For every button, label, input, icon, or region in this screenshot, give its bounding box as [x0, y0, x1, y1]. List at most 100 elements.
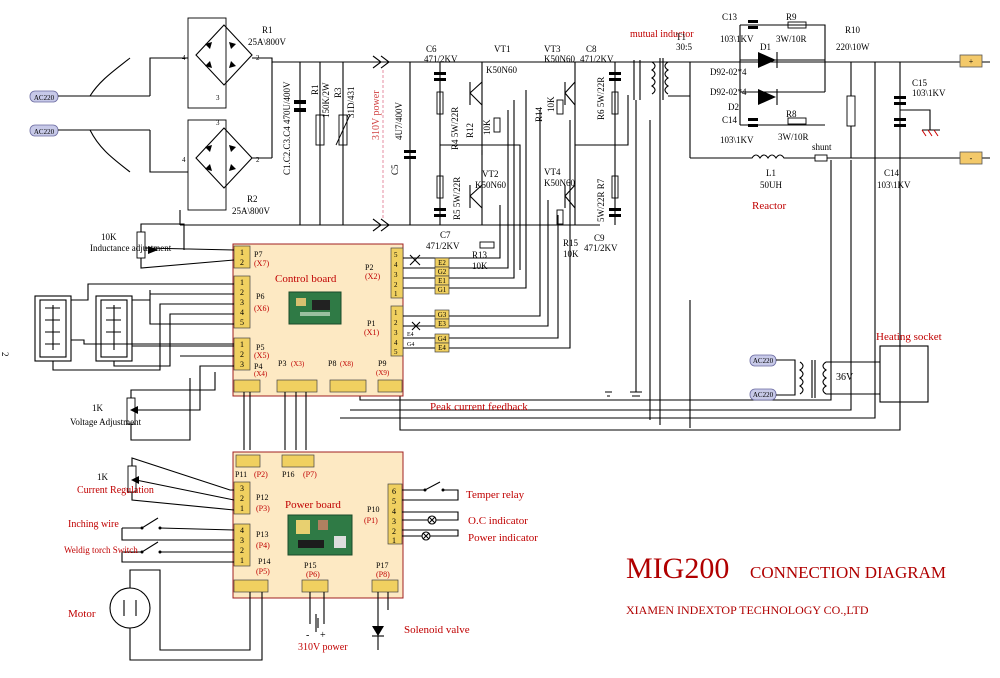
- p8-name: P8: [328, 359, 336, 368]
- r9-label: R9: [786, 12, 797, 22]
- rectifier-ref: R1: [262, 25, 273, 35]
- p2-tag: E1: [438, 277, 446, 285]
- c9-value: 471/2KV: [584, 243, 618, 253]
- p11-name: P11: [235, 470, 247, 479]
- inching-switch: [121, 517, 235, 541]
- p1-tag: E4: [438, 344, 446, 352]
- vt1-label: VT1: [494, 44, 511, 54]
- output-plus-terminal: [959, 54, 983, 68]
- output-plus: +: [969, 57, 974, 66]
- r12-value: 10K: [482, 119, 492, 135]
- p1-side-tag: G4: [407, 342, 414, 348]
- inductance-pot: [136, 223, 235, 269]
- heater-voltage: 36V: [836, 372, 854, 383]
- p2-tag: E2: [438, 259, 446, 267]
- p10-alias: (P1): [364, 516, 378, 525]
- mutual-inductor-label: mutual inductor: [630, 29, 694, 40]
- p10-pin: 1: [392, 536, 396, 545]
- temper-relay: [402, 481, 459, 501]
- output-minus-terminal: [959, 151, 983, 165]
- rectifier-rating: 25A\800V: [248, 37, 287, 47]
- p14-name: P14: [258, 557, 270, 566]
- r12-label: R12: [465, 123, 475, 138]
- p13-alias: (P4): [256, 541, 270, 550]
- vt4-label: VT4: [544, 167, 561, 177]
- title-model: MIG200: [626, 552, 729, 585]
- r13-resistor: [479, 241, 495, 249]
- p2-pin: 2: [394, 281, 398, 289]
- ac-input-label: AC220: [34, 128, 55, 136]
- p7-pin: 2: [240, 258, 244, 267]
- p1-tag: G4: [438, 335, 447, 343]
- p10-pin: 3: [392, 517, 396, 526]
- heater-input-label: AC220: [753, 391, 774, 399]
- c14a-label: C14: [722, 115, 738, 125]
- r14-label: R14: [534, 106, 544, 122]
- r3-value: 31D/431: [346, 87, 356, 119]
- p1-pin: 5: [394, 348, 398, 356]
- p3-alias: (X3): [291, 360, 305, 368]
- control-board: Control board 1 2 P7 (X7) 1 2 3 4 5 P6 (…: [232, 243, 450, 397]
- p10-pin: 2: [392, 527, 396, 536]
- p7-pin: 1: [240, 248, 244, 257]
- p9-alias: (X9): [376, 369, 390, 377]
- p16-alias: (P7): [303, 470, 317, 479]
- temper-relay-label: Temper relay: [466, 489, 525, 501]
- torch-switch-label: Weldig torch Switch: [64, 545, 138, 555]
- vt3-label: VT3: [544, 44, 561, 54]
- bridge-pin: 3: [216, 94, 220, 102]
- vt1-type: K50N60: [486, 65, 517, 75]
- current-pot: [127, 457, 235, 511]
- oc-indicator-label: O.C indicator: [468, 515, 528, 527]
- r13-label: R13: [472, 250, 488, 260]
- p1-side-tag: E4: [407, 332, 414, 338]
- inductance-pot-value: 10K: [101, 232, 117, 242]
- p10-pin: 6: [392, 487, 396, 496]
- r15-label: R15: [563, 238, 579, 248]
- voltage-pot: [126, 365, 234, 441]
- p10-name: P10: [367, 505, 379, 514]
- p4-name: P4: [254, 362, 262, 371]
- p1-alias: (X1): [364, 328, 379, 337]
- r7-label: 5W/22R R7: [596, 178, 606, 222]
- p1-pin: 3: [394, 329, 398, 337]
- p12-pin: 1: [240, 504, 244, 513]
- power-indicator-label: Power indicator: [468, 532, 538, 544]
- display-left: [34, 295, 72, 362]
- p2-name: P2: [365, 263, 373, 272]
- p9-name: P9: [378, 359, 386, 368]
- c15-value: 103\1KV: [912, 88, 946, 98]
- c7-label: C7: [440, 230, 451, 240]
- c14b-value: 103\1KV: [877, 180, 911, 190]
- inverter-left-leg: [434, 62, 521, 270]
- dc-bus: [179, 55, 900, 232]
- p15-name: P15: [304, 561, 316, 570]
- p8-alias: (X8): [340, 360, 354, 368]
- power-board: Power board P11 (P2) P16 (P7) 3 2 1 P12 …: [232, 451, 404, 599]
- r3-label: R3: [333, 87, 343, 98]
- p10-pin: 4: [392, 507, 396, 516]
- p5-pin: 1: [240, 340, 244, 349]
- output-minus: -: [970, 154, 973, 163]
- c13-value: 103\1KV: [720, 34, 754, 44]
- motor-label: Motor: [68, 608, 96, 620]
- r5-label: R5 5W/22R: [452, 177, 462, 220]
- title-company: XIAMEN INDEXTOP TECHNOLOGY CO.,LTD: [626, 603, 869, 617]
- control-board-title: Control board: [275, 273, 337, 285]
- page-marker: 2: [0, 352, 10, 357]
- p13-pin: 3: [240, 536, 244, 545]
- p6-alias: (X6): [254, 304, 269, 313]
- p10-pin: 5: [392, 497, 396, 506]
- c6-value: 471/2KV: [424, 54, 458, 64]
- bridge-rectifier: 4 3 2 R1 25A\800V: [182, 17, 287, 109]
- vt4-type: K50N60: [544, 178, 575, 188]
- c14b-label: C14: [884, 168, 900, 178]
- p7-alias: (X7): [254, 259, 269, 268]
- p15-alias: (P6): [306, 570, 320, 579]
- p13-pin: 4: [240, 526, 244, 535]
- power-310-label: 310V power: [371, 90, 382, 140]
- p6-pin: 2: [240, 288, 244, 297]
- r6-label: R6 5W/22R: [596, 77, 606, 120]
- p5-name: P5: [256, 343, 264, 352]
